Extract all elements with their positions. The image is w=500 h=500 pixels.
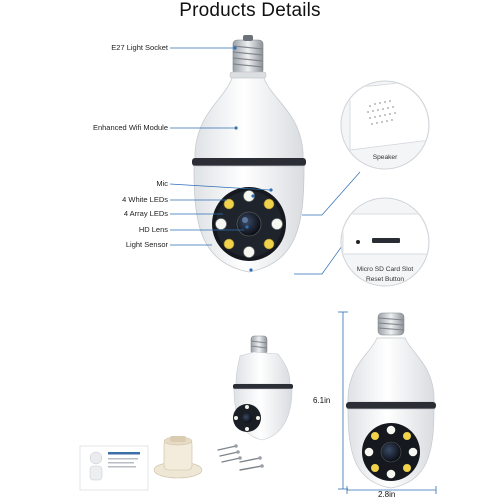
dimension-camera xyxy=(338,311,437,494)
sd-card-inset xyxy=(340,197,430,287)
height-dimension-label: 6.1in xyxy=(313,396,331,405)
reset-button-label: Reset Button xyxy=(365,276,405,283)
hd-lens-graphic xyxy=(236,211,262,237)
package-contents xyxy=(79,335,293,491)
width-dimension-label: 2.8in xyxy=(378,490,396,499)
callout-e27-light-socket: E27 Light Socket xyxy=(111,43,168,52)
callout-wifi-module: Enhanced Wifi Module xyxy=(92,123,168,132)
page-title: Products Details xyxy=(179,0,321,21)
callout-hd-lens: HD Lens xyxy=(138,225,168,234)
main-camera xyxy=(192,35,306,273)
callout-mic: Mic xyxy=(156,179,168,188)
speaker-inset xyxy=(340,80,430,170)
speaker-label: Speaker xyxy=(372,154,398,161)
callout-array-leds: 4 Array LEDs xyxy=(123,209,168,218)
bulb-body xyxy=(194,77,304,161)
sd-card-slot-label: Micro SD Card Slot xyxy=(356,266,414,273)
led-ring xyxy=(215,190,283,258)
callout-lines xyxy=(169,47,361,275)
callout-light-sensor: Light Sensor xyxy=(125,240,168,249)
callout-white-leds: 4 White LEDs xyxy=(122,195,168,204)
e27-socket-graphic xyxy=(229,35,267,79)
